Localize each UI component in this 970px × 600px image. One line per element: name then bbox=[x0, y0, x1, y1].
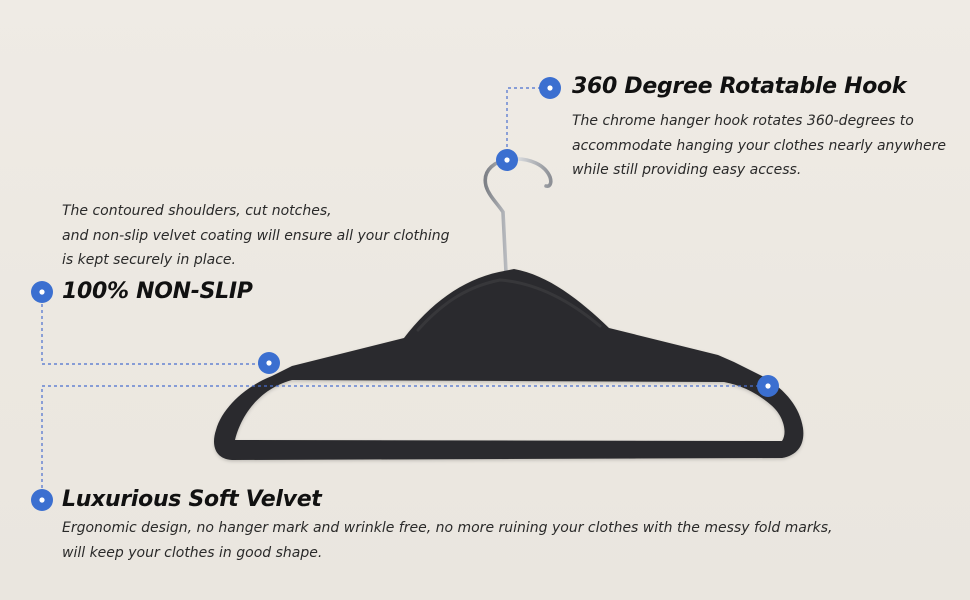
hanger-sheen bbox=[416, 278, 602, 332]
marker-velvet-title bbox=[31, 489, 53, 511]
velvet-desc-line: will keep your clothes in good shape. bbox=[62, 544, 323, 561]
hook-wire bbox=[483, 157, 553, 274]
hook-feature-description: The chrome hanger hook rotates 360-degre… bbox=[572, 109, 946, 183]
hook-desc-line: while still providing easy access. bbox=[572, 162, 802, 178]
marker-hook-point bbox=[496, 149, 518, 171]
velvet-leader bbox=[41, 385, 768, 500]
marker-velvet-point bbox=[757, 375, 779, 397]
velvet-desc-line: Ergonomic design, no hanger mark and wri… bbox=[62, 520, 833, 536]
hook-feature-title: 360 Degree Rotatable Hook bbox=[572, 74, 907, 99]
hook-desc-line: accommodate hanging your clothes nearly … bbox=[572, 137, 947, 154]
hook-leader bbox=[506, 87, 541, 160]
velvet-feature-description: Ergonomic design, no hanger mark and wri… bbox=[62, 516, 833, 565]
grip-feature-title: 100% NON-SLIP bbox=[62, 279, 253, 304]
grip-feature-description: The contoured shoulders, cut notches, an… bbox=[62, 199, 450, 273]
grip-desc-line: is kept securely in place. bbox=[62, 252, 236, 268]
grip-desc-line: and non-slip velvet coating will ensure … bbox=[62, 227, 450, 244]
marker-grip-point bbox=[258, 352, 280, 374]
grip-desc-line: The contoured shoulders, cut notches, bbox=[62, 203, 332, 219]
grip-leader bbox=[41, 292, 269, 365]
leader-lines bbox=[41, 87, 768, 500]
marker-hook-title bbox=[539, 77, 561, 99]
marker-grip-title bbox=[31, 281, 53, 303]
hanger-body bbox=[213, 269, 804, 460]
velvet-feature-title: Luxurious Soft Velvet bbox=[62, 487, 322, 512]
hook-desc-line: The chrome hanger hook rotates 360-degre… bbox=[572, 113, 914, 129]
